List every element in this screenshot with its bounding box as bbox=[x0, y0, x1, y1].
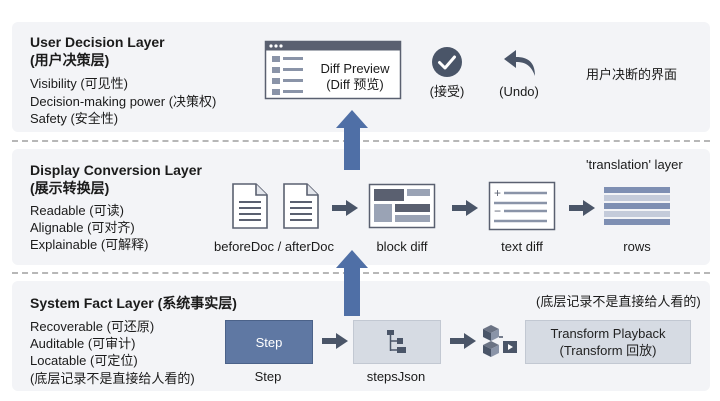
text-diff-label: text diff bbox=[501, 239, 543, 254]
diff-preview-label-cn: (Diff 预览) bbox=[326, 77, 384, 92]
arrow-right-icon bbox=[332, 200, 358, 216]
arrow-right-icon bbox=[322, 333, 348, 349]
steps-json-label: stepsJson bbox=[366, 369, 426, 384]
up-arrow-icon bbox=[336, 250, 368, 316]
user-layer-title-cn: (用户决策层) bbox=[30, 52, 110, 68]
arrow-right-icon bbox=[450, 333, 476, 349]
display-layer-item-readable: Readable (可读) bbox=[30, 203, 124, 218]
system-layer-item-locatable: Locatable (可定位) bbox=[30, 353, 138, 368]
display-conversion-layer bbox=[12, 149, 710, 265]
svg-text:−: − bbox=[494, 204, 501, 218]
display-layer-title: Display Conversion Layer bbox=[30, 162, 202, 178]
translation-layer-note: 'translation' layer bbox=[586, 157, 683, 172]
step-label: Step bbox=[254, 369, 282, 384]
rows-label: rows bbox=[623, 239, 651, 254]
display-layer-item-alignable: Alignable (可对齐) bbox=[30, 220, 135, 235]
transform-playback-label: Transform Playback bbox=[550, 326, 666, 341]
rows-icon bbox=[604, 187, 670, 225]
text-diff-icon: + − bbox=[488, 181, 556, 231]
arrow-right-icon bbox=[569, 200, 595, 216]
accept-check-icon[interactable] bbox=[431, 46, 463, 78]
display-layer-title-cn: (展示转换层) bbox=[30, 180, 110, 196]
user-layer-item-decision: Decision-making power (决策权) bbox=[30, 94, 217, 109]
transform-playback-box: Transform Playback (Transform 回放) bbox=[525, 320, 691, 364]
steps-json-box bbox=[353, 320, 441, 364]
playback-cubes-icon bbox=[483, 325, 517, 357]
system-layer-title: System Fact Layer (系统事实层) bbox=[30, 295, 237, 311]
display-layer-item-explainable: Explainable (可解释) bbox=[30, 237, 149, 252]
system-layer-item-recoverable: Recoverable (可还原) bbox=[30, 319, 155, 334]
user-layer-title: User Decision Layer bbox=[30, 34, 165, 50]
svg-text:+: + bbox=[494, 186, 501, 200]
diff-preview-label: Diff Preview bbox=[320, 61, 390, 76]
flow-tree-icon bbox=[387, 330, 406, 353]
diff-preview-window-icon bbox=[264, 40, 402, 100]
undo-label: (Undo) bbox=[499, 84, 539, 99]
layer-divider-top bbox=[12, 140, 710, 142]
after-doc-icon bbox=[283, 183, 319, 229]
user-decision-interface-note: 用户决断的界面 bbox=[586, 67, 678, 82]
block-diff-label: block diff bbox=[376, 239, 428, 254]
layer-divider-bottom bbox=[12, 272, 710, 274]
undo-arrow-icon[interactable] bbox=[502, 46, 540, 78]
system-layer-item-note: (底层记录不是直接给人看的) bbox=[30, 371, 195, 386]
user-layer-item-visibility: Visibility (可见性) bbox=[30, 76, 128, 91]
before-doc-icon bbox=[232, 183, 268, 229]
step-box: Step bbox=[225, 320, 313, 364]
up-arrow-icon bbox=[336, 110, 368, 170]
block-diff-icon bbox=[368, 183, 436, 229]
arrow-right-icon bbox=[452, 200, 478, 216]
system-layer-right-note: (底层记录不是直接给人看的) bbox=[536, 294, 701, 309]
user-layer-item-safety: Safety (安全性) bbox=[30, 111, 119, 126]
transform-playback-label-cn: (Transform 回放) bbox=[559, 343, 657, 358]
system-layer-item-auditable: Auditable (可审计) bbox=[30, 336, 136, 351]
accept-label: (接受) bbox=[429, 84, 465, 99]
docs-label: beforeDoc / afterDoc bbox=[214, 239, 334, 254]
